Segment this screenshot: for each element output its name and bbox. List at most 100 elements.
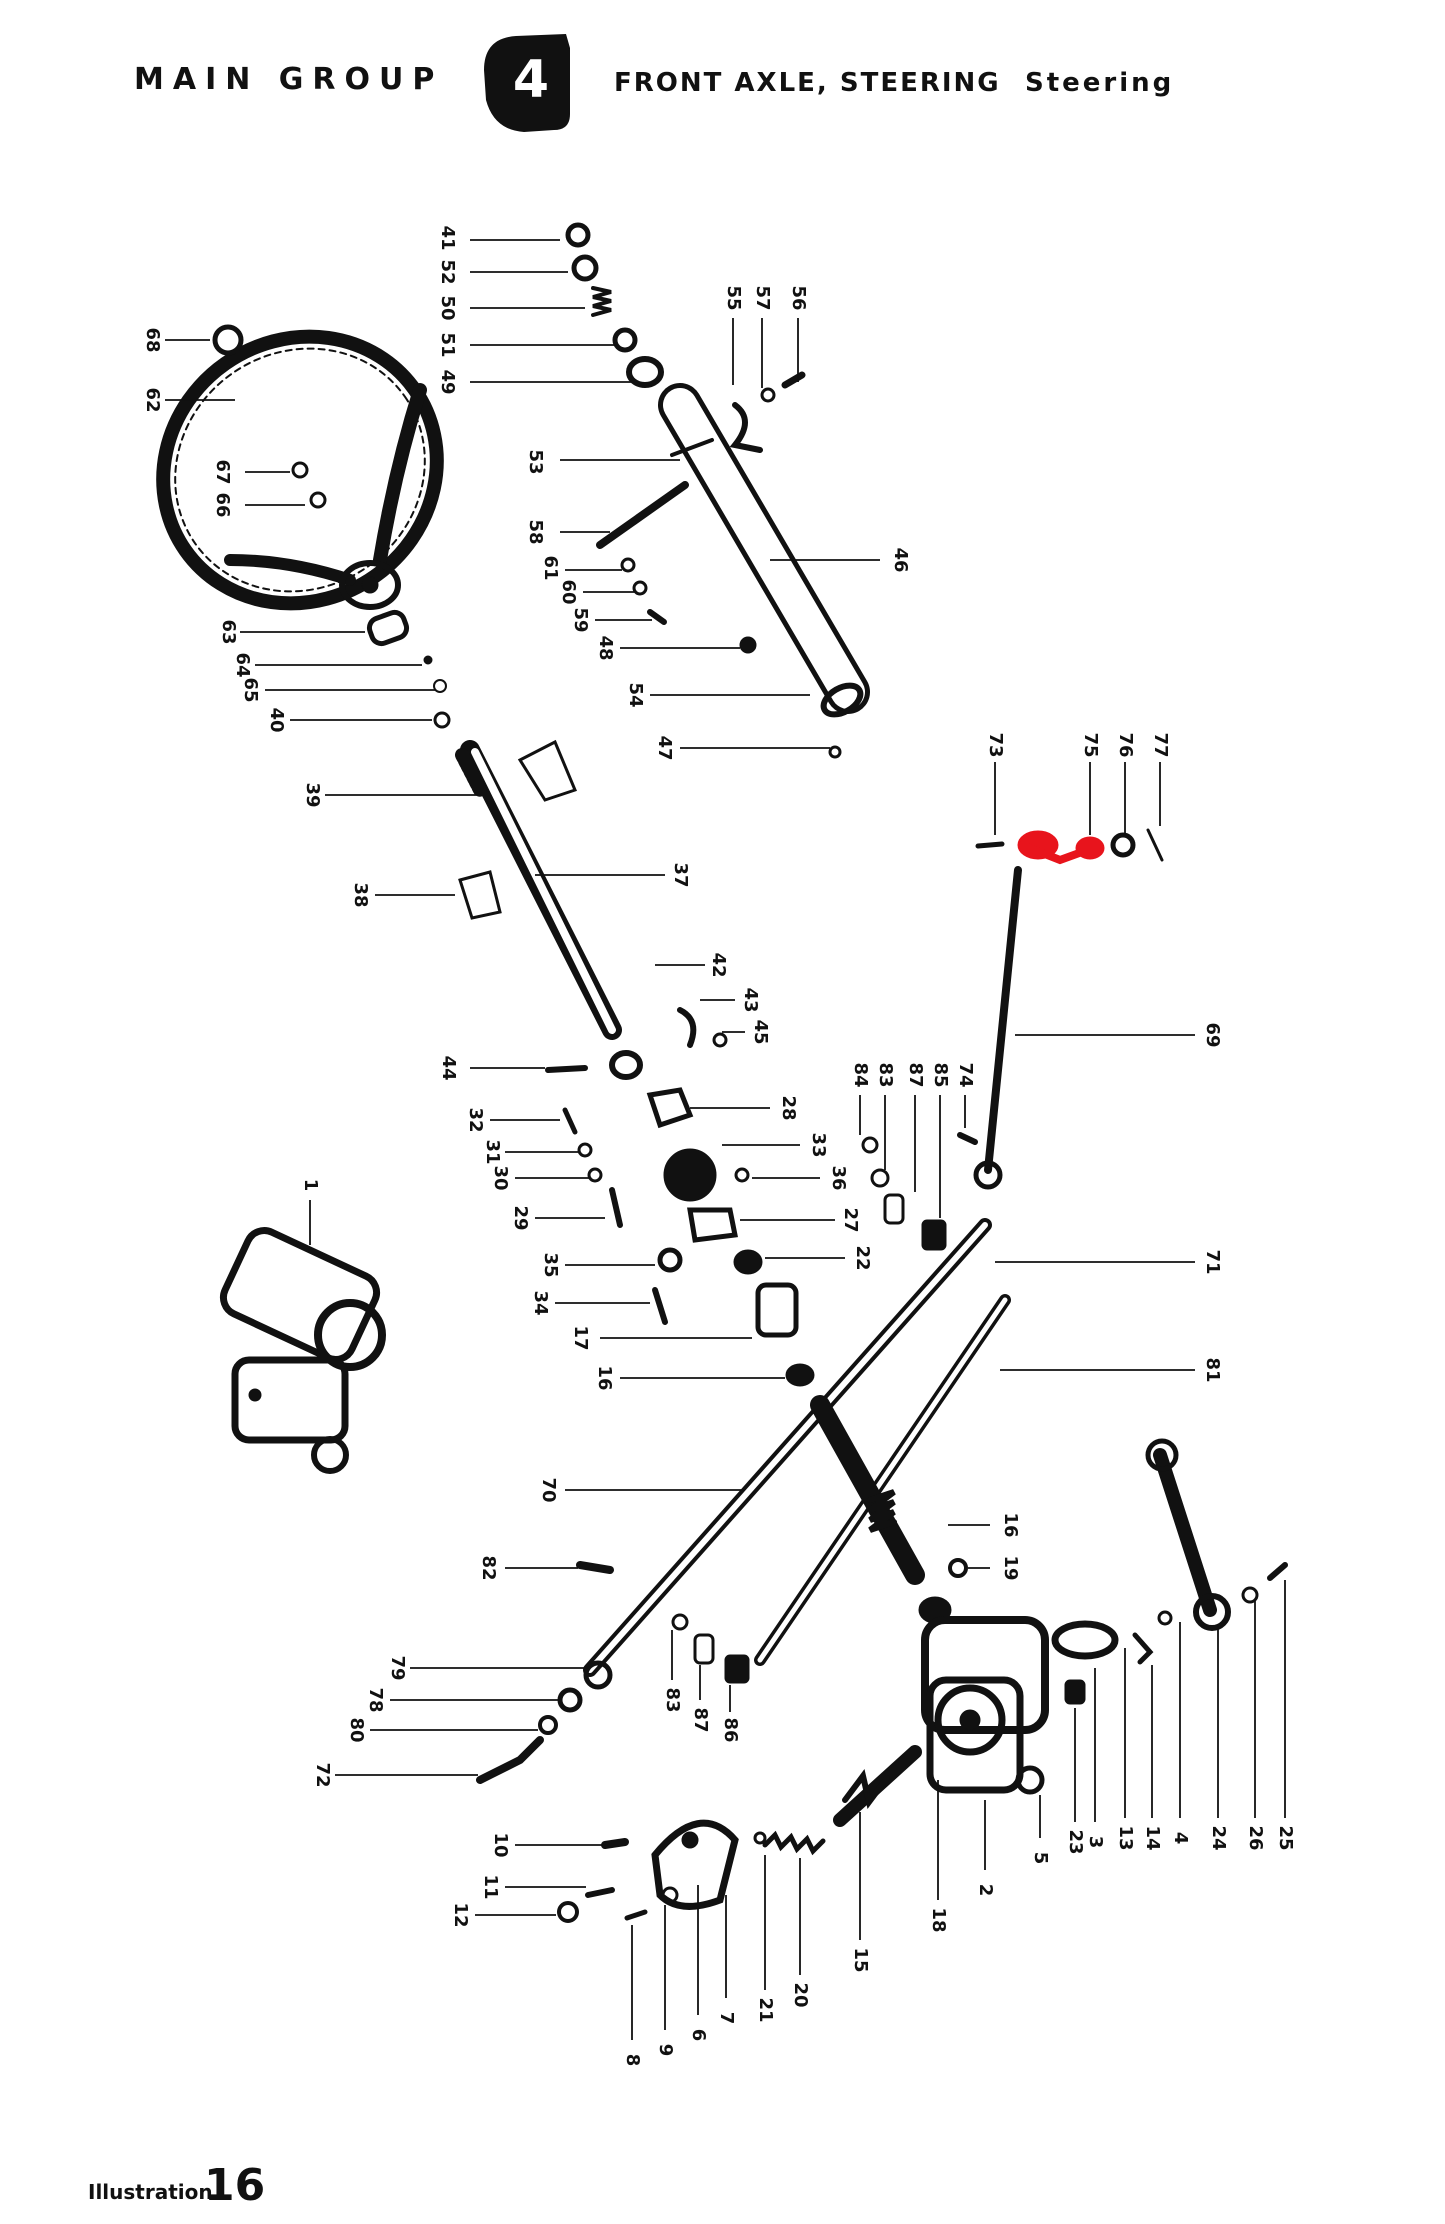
callout-20: 20 bbox=[790, 1982, 811, 2007]
callout-47: 47 bbox=[654, 735, 675, 760]
flange-27 bbox=[687, 1207, 738, 1243]
pin-61 bbox=[620, 557, 636, 573]
cotter-pin-77 bbox=[1146, 828, 1164, 862]
callout-27: 27 bbox=[840, 1207, 861, 1232]
washer-9 bbox=[661, 1886, 679, 1904]
callout-19: 19 bbox=[1000, 1555, 1021, 1580]
callout-43: 43 bbox=[740, 987, 761, 1012]
steering-wheel-62 bbox=[156, 329, 444, 611]
bushing-85 bbox=[921, 1219, 947, 1251]
pin-64 bbox=[423, 655, 433, 665]
callout-24: 24 bbox=[1208, 1825, 1229, 1850]
nut-26 bbox=[1241, 1586, 1259, 1604]
nut-41 bbox=[565, 222, 591, 248]
callout-84: 84 bbox=[850, 1062, 871, 1087]
bushing-16 bbox=[785, 1363, 815, 1387]
group-number: 4 bbox=[512, 50, 550, 110]
callout-80: 80 bbox=[346, 1717, 367, 1742]
screw-11 bbox=[585, 1887, 615, 1898]
callout-leader-lines bbox=[165, 239, 1286, 2040]
callout-83: 83 bbox=[875, 1062, 896, 1087]
callout-86: 86 bbox=[720, 1717, 741, 1742]
callout-37: 37 bbox=[670, 862, 691, 887]
callout-17: 17 bbox=[570, 1325, 591, 1350]
bushing-23 bbox=[1064, 1679, 1086, 1705]
hub-63 bbox=[366, 609, 410, 647]
bolt-74 bbox=[957, 1132, 978, 1145]
screw-59 bbox=[647, 609, 667, 625]
callout-12: 12 bbox=[450, 1902, 471, 1927]
callout-26: 26 bbox=[1245, 1825, 1266, 1850]
sleeve-87 bbox=[883, 1193, 905, 1225]
callout-50: 50 bbox=[437, 295, 458, 320]
callout-53: 53 bbox=[525, 449, 546, 474]
ring-51 bbox=[612, 327, 638, 353]
bolt-56 bbox=[781, 371, 806, 389]
washer-84 bbox=[861, 1136, 879, 1154]
pin-32 bbox=[562, 1107, 578, 1135]
callout-32: 32 bbox=[465, 1107, 486, 1132]
callout-40: 40 bbox=[266, 707, 287, 732]
washer-31 bbox=[577, 1142, 593, 1158]
washer-83b bbox=[671, 1613, 689, 1631]
parts-drawing bbox=[156, 222, 1288, 1923]
callout-60: 60 bbox=[558, 579, 579, 604]
section-title: FRONT AXLE, STEERING bbox=[614, 68, 1001, 98]
group-number-badge bbox=[484, 34, 570, 132]
bracket-13 bbox=[1051, 1620, 1119, 1660]
callout-79: 79 bbox=[387, 1655, 408, 1680]
bolt-34 bbox=[652, 1287, 668, 1325]
clip-4 bbox=[1132, 1632, 1154, 1665]
steering-box-assembly-1 bbox=[219, 1227, 386, 1474]
callout-1: 1 bbox=[300, 1179, 321, 1192]
callout-23: 23 bbox=[1065, 1829, 1086, 1854]
callout-45: 45 bbox=[750, 1019, 771, 1044]
callout-41: 41 bbox=[437, 225, 458, 250]
callout-74: 74 bbox=[955, 1062, 976, 1087]
bushing-38 bbox=[458, 870, 502, 920]
ball-socket-79 bbox=[583, 1660, 613, 1690]
callout-68: 68 bbox=[142, 327, 163, 352]
bolt-29 bbox=[609, 1187, 623, 1228]
callout-36: 36 bbox=[828, 1165, 849, 1190]
callout-85: 85 bbox=[930, 1062, 951, 1087]
callout-62: 62 bbox=[142, 387, 163, 412]
sleeve-17 bbox=[755, 1282, 799, 1338]
callout-7: 7 bbox=[716, 2012, 737, 2025]
callout-49: 49 bbox=[437, 369, 458, 394]
illustration-label: Illustration bbox=[88, 2180, 213, 2204]
washer-52 bbox=[571, 254, 599, 282]
rubber-disc-33 bbox=[663, 1148, 717, 1202]
callout-8: 8 bbox=[622, 2054, 643, 2067]
bushing-22 bbox=[733, 1249, 763, 1275]
callout-66: 66 bbox=[212, 492, 233, 517]
callout-65: 65 bbox=[240, 677, 261, 702]
illustration-number: 16 bbox=[204, 2160, 266, 2211]
track-rod-70 bbox=[583, 1218, 992, 1677]
callout-81: 81 bbox=[1202, 1357, 1223, 1382]
flange-28 bbox=[646, 1087, 694, 1129]
sleeve-87b bbox=[693, 1633, 715, 1665]
callout-4: 4 bbox=[1170, 1832, 1191, 1845]
washer-60 bbox=[632, 580, 648, 596]
drop-arm-24 bbox=[1145, 1438, 1231, 1631]
cover-5 bbox=[1015, 1765, 1045, 1795]
washer-30 bbox=[587, 1167, 603, 1183]
callout-48: 48 bbox=[595, 635, 616, 660]
screw-8 bbox=[624, 1909, 648, 1921]
bushing-86 bbox=[724, 1654, 750, 1684]
steering-shaft-37 bbox=[455, 740, 622, 1040]
callout-58: 58 bbox=[525, 519, 546, 544]
callout-21: 21 bbox=[755, 1997, 776, 2022]
callout-18: 18 bbox=[928, 1907, 949, 1932]
callout-59: 59 bbox=[570, 607, 591, 632]
spring-50 bbox=[591, 286, 612, 317]
callout-77: 77 bbox=[1150, 732, 1171, 757]
bolt-82 bbox=[576, 1561, 614, 1574]
callout-29: 29 bbox=[510, 1205, 531, 1230]
callout-42: 42 bbox=[708, 952, 729, 977]
screw-21 bbox=[753, 1831, 767, 1845]
steering-damper bbox=[810, 1395, 925, 1585]
plug-48 bbox=[739, 636, 757, 654]
